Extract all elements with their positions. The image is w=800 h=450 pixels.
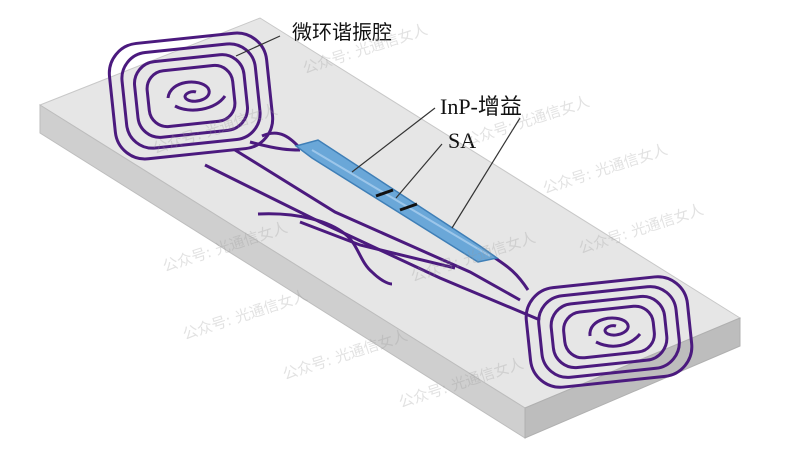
gain-leader-line-1: [351, 107, 436, 173]
resonator-leader-line: [235, 35, 281, 57]
left-microring-resonator: [107, 31, 275, 161]
saturable-absorber-markers: [375, 188, 418, 212]
sa-label: SA: [448, 128, 477, 153]
sa-marker-2: [399, 202, 418, 212]
resonator-label: 微环谐振腔: [292, 20, 392, 44]
substrate-right-face: [524, 317, 741, 439]
right-microring-resonator: [524, 275, 694, 389]
sa-marker-1: [375, 188, 394, 198]
gain-label: InP-增益: [440, 94, 522, 119]
sa-leader-line: [395, 143, 443, 199]
gain-leader-line-2: [451, 117, 521, 229]
inp-gain-section: [294, 139, 499, 263]
leader-lines: [235, 35, 521, 229]
